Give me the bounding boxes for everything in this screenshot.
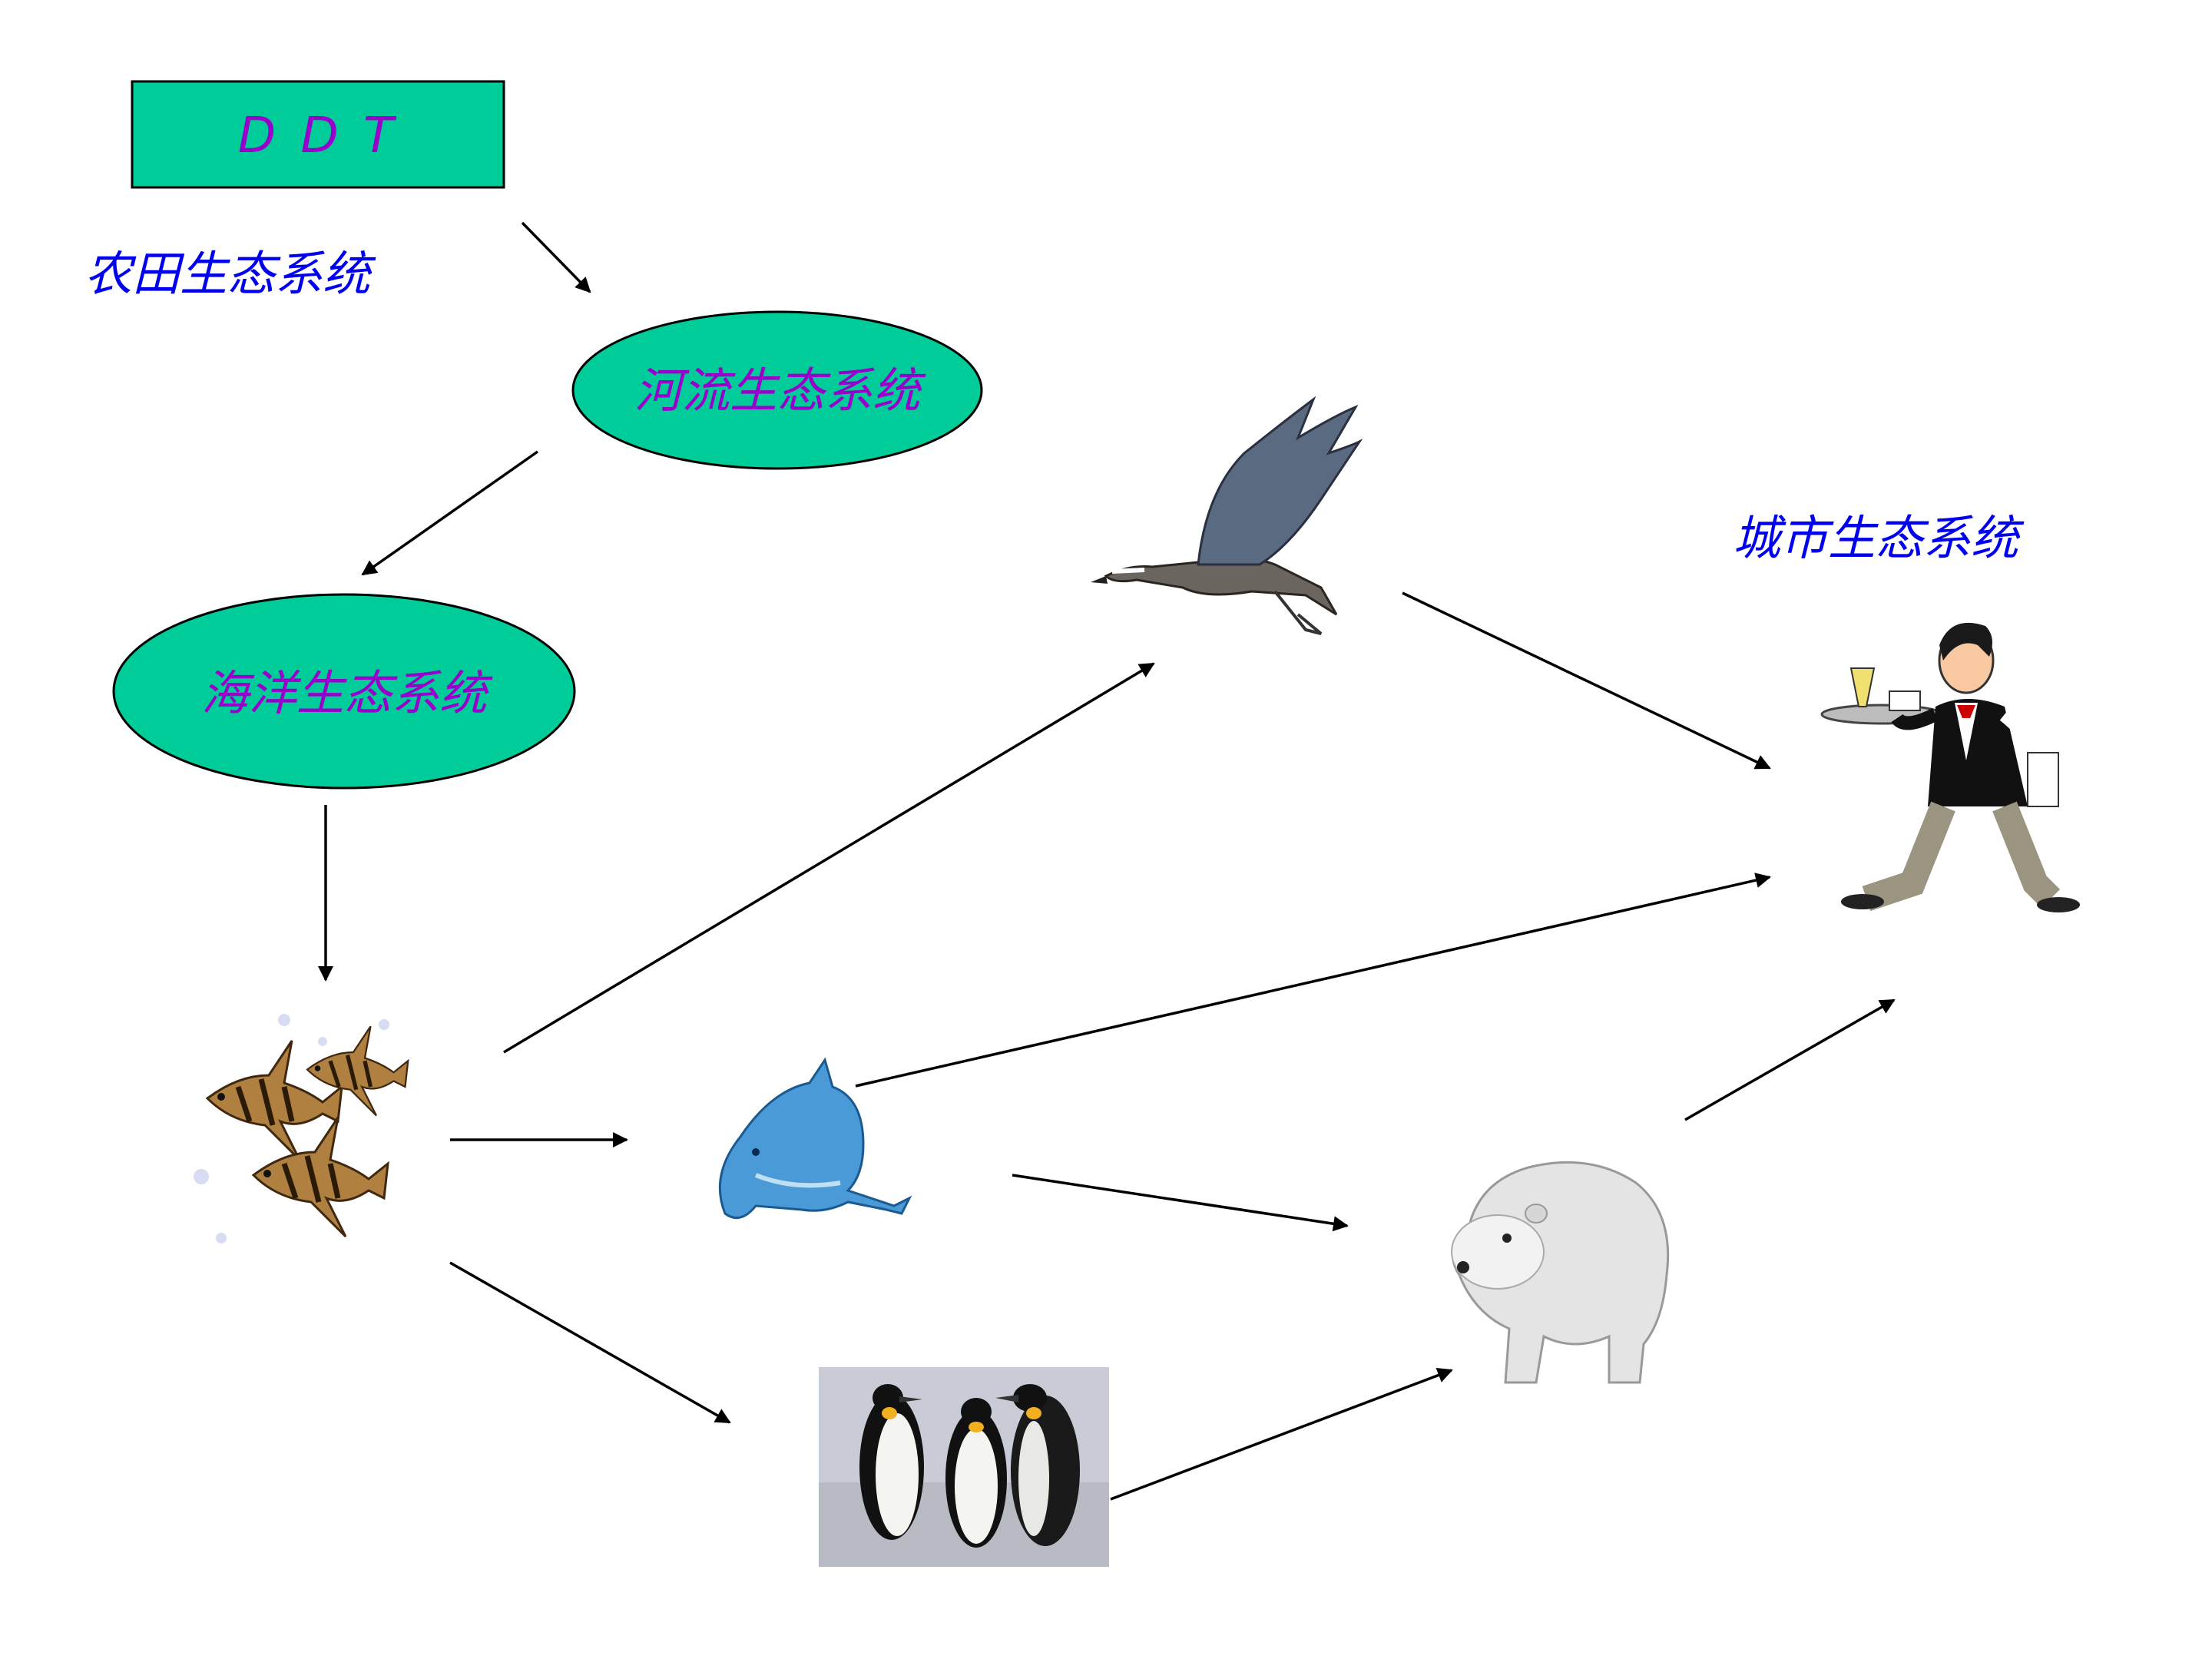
arrow-goose-to-waiter	[1402, 591, 1771, 770]
polar-bear-icon	[1451, 1161, 1670, 1384]
arrow-ddt-to-river	[521, 221, 591, 293]
penguin-icon	[819, 1367, 1109, 1567]
flow-arrows	[318, 221, 1896, 1501]
arrow-fish-to-penguins	[449, 1261, 731, 1424]
fish-icon	[194, 1014, 409, 1243]
ddt-source-box: D D T	[131, 80, 505, 189]
arrow-dolphin-to-waiter	[855, 873, 1771, 1088]
ocean-ecosystem-node: 海洋生态系统	[112, 593, 576, 790]
arrow-dolphin-to-bear	[1012, 1174, 1349, 1232]
arrow-penguins-to-bear	[1110, 1368, 1453, 1501]
farmland-ecosystem-label: 农田生态系统	[84, 246, 376, 302]
arrow-river-to-ocean	[361, 450, 539, 576]
ddt-label: D D T	[238, 108, 398, 164]
dolphin-icon	[718, 1057, 912, 1220]
ocean-ecosystem-label: 海洋生态系统	[201, 665, 493, 721]
waiter-icon	[1820, 622, 2080, 912]
goose-icon	[1091, 396, 1363, 635]
river-ecosystem-node: 河流生态系统	[571, 310, 983, 470]
city-ecosystem-label: 城市生态系统	[1733, 510, 2025, 566]
river-ecosystem-label: 河流生态系统	[634, 363, 926, 419]
arrow-fish-to-goose	[503, 662, 1155, 1054]
arrow-bear-to-waiter	[1684, 998, 1896, 1121]
